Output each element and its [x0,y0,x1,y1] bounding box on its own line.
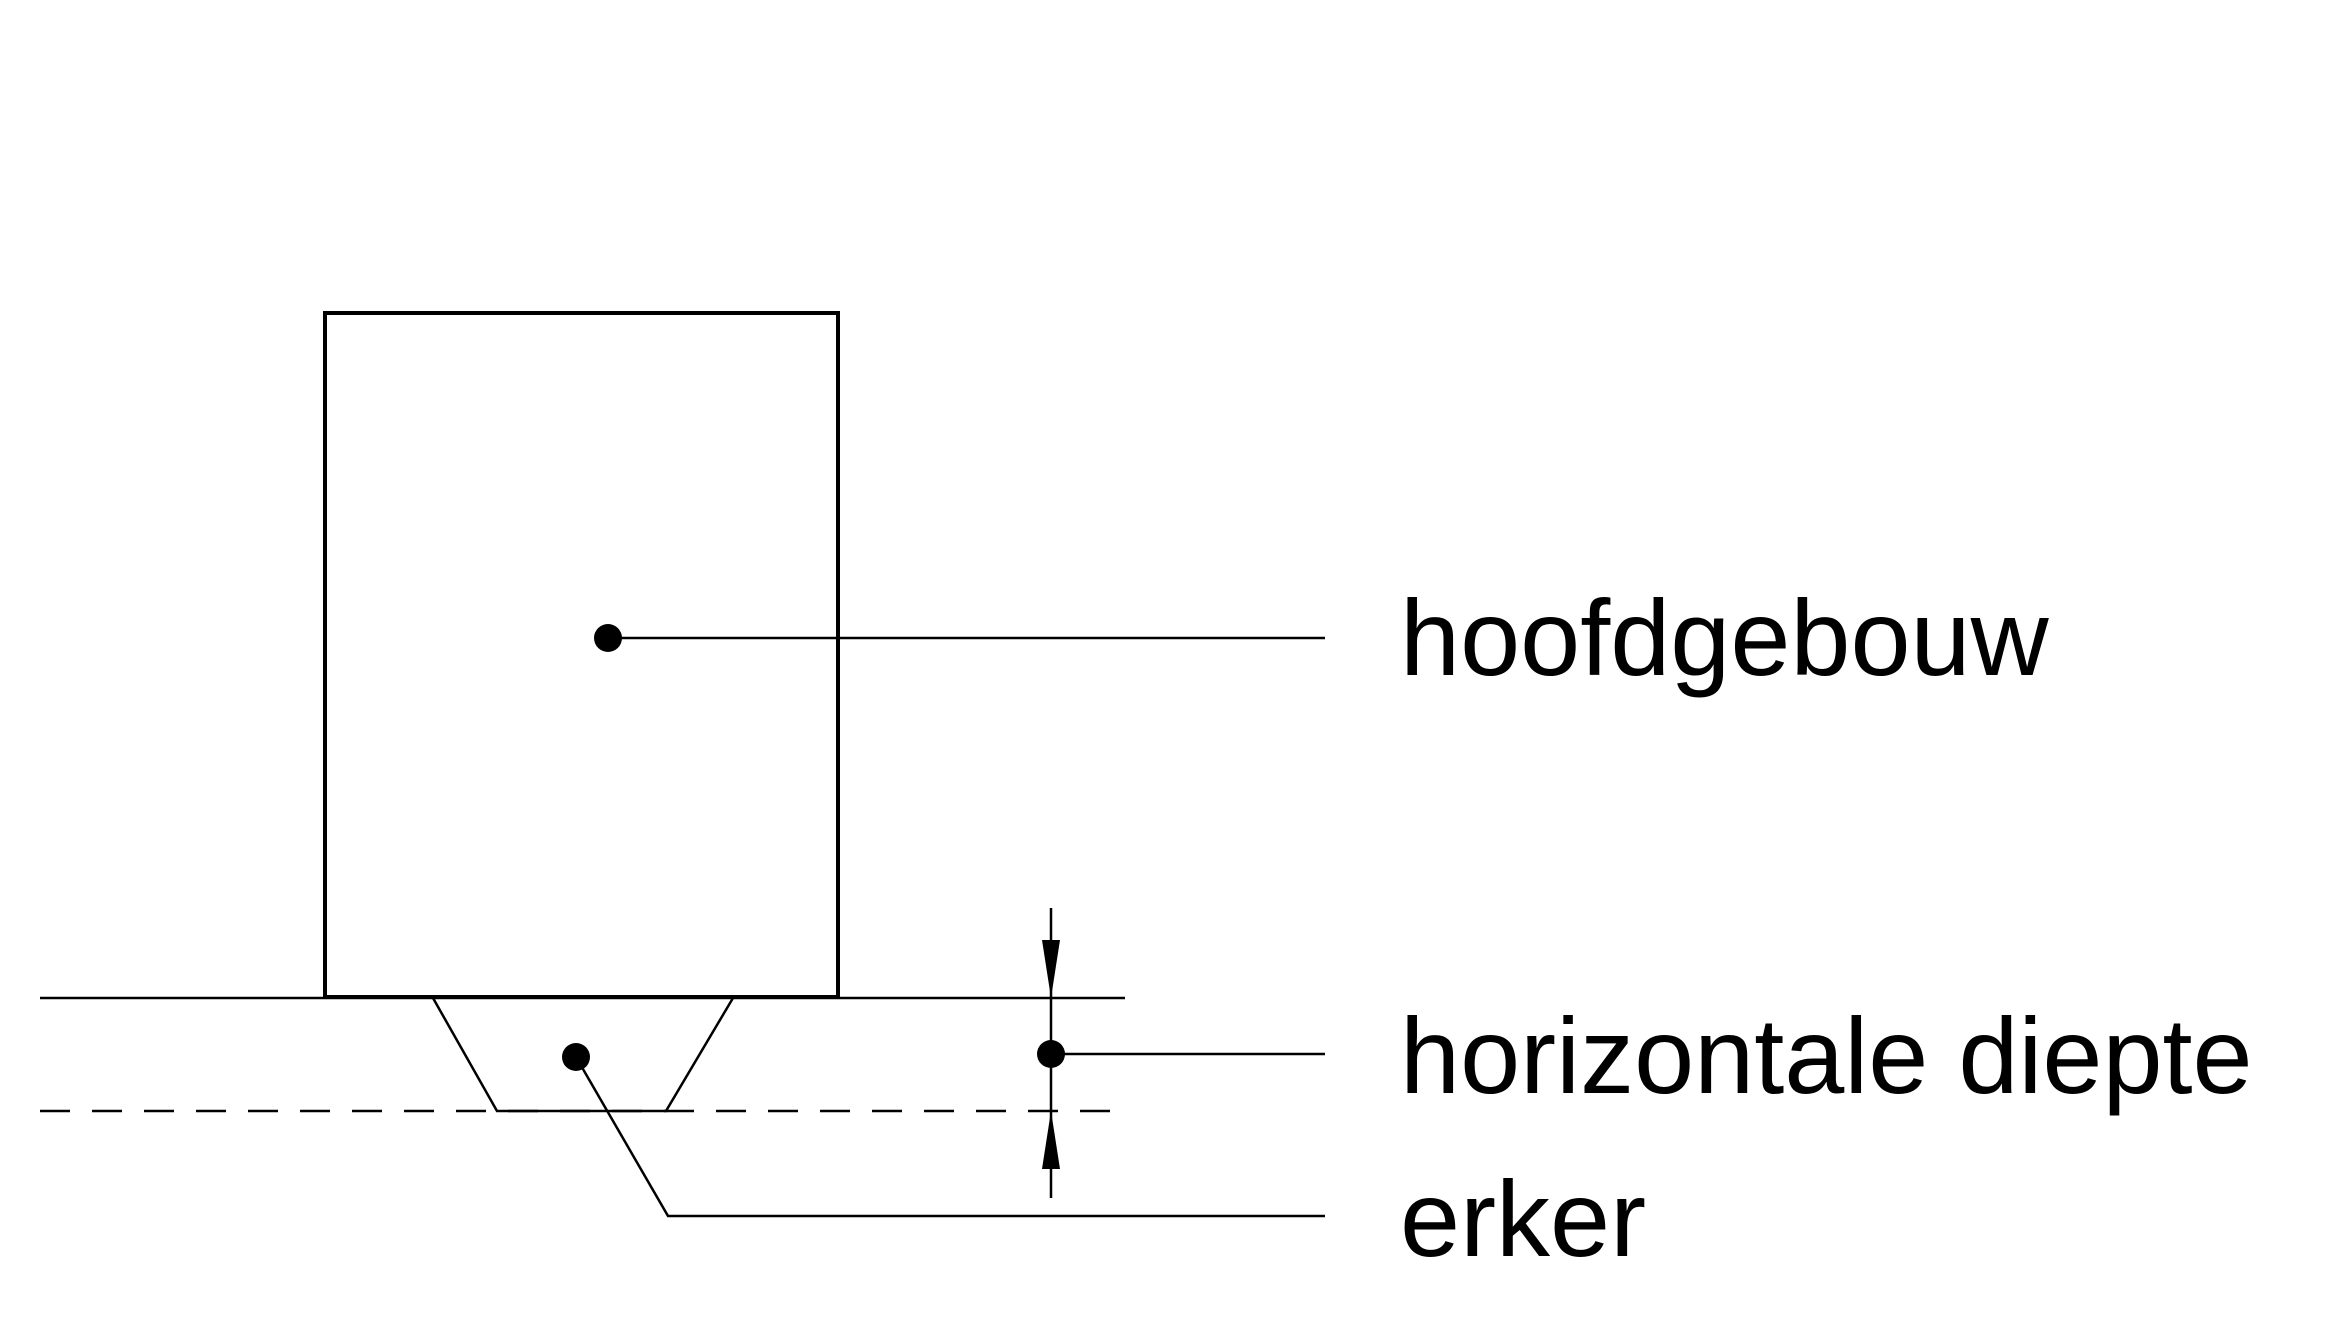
bay-window-label: erker [1400,1158,1646,1279]
dimension-arrow-top [1042,940,1060,998]
main-building-label: hoofdgebouw [1400,577,2050,698]
bay-window-leader [574,1056,1325,1218]
dimension-arrow-bottom [1042,1111,1060,1169]
horizontal-depth-label: horizontale diepte [1400,995,2253,1116]
bay-window-outline [431,997,735,1113]
main-building-rect [323,311,840,999]
